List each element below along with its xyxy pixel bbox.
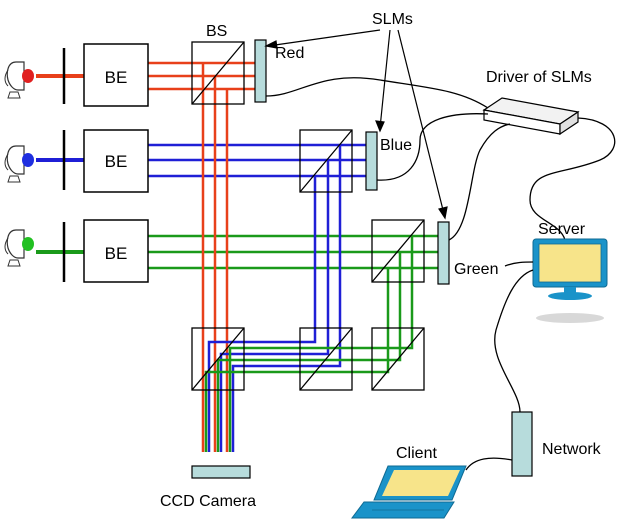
slm-blue xyxy=(365,131,378,191)
client-laptop xyxy=(351,465,467,519)
green-vertical-beams xyxy=(204,236,414,452)
slm-green xyxy=(437,221,450,285)
green-beam-expander: BE xyxy=(83,219,149,283)
network-node xyxy=(511,411,533,477)
slms-label: SLMs xyxy=(372,11,413,28)
slms-arrows xyxy=(264,29,448,220)
server-label: Server xyxy=(538,221,586,238)
green-horizontal-beams xyxy=(148,234,438,270)
server-green-cable xyxy=(504,261,534,267)
ccd-camera xyxy=(191,465,251,479)
slm-blue-label: Blue xyxy=(380,137,412,154)
driver-server-cable xyxy=(529,117,616,241)
blue-horizontal-beams xyxy=(148,143,366,178)
slm-red xyxy=(254,39,267,103)
green-light-source xyxy=(4,229,34,267)
network-client-cable xyxy=(465,457,513,471)
bs-label: BS xyxy=(206,23,227,40)
server-monitor xyxy=(532,238,608,323)
beam-splitter-blue xyxy=(299,129,353,193)
blue-be-label: BE xyxy=(105,152,128,171)
ccd-camera-label: CCD Camera xyxy=(160,493,256,510)
driver-cables xyxy=(265,77,511,241)
red-beam-expander: BE xyxy=(83,43,149,107)
driver-box xyxy=(482,97,580,136)
slm-green-label: Green xyxy=(454,261,498,278)
green-be-label: BE xyxy=(105,244,128,263)
beam-splitter-green xyxy=(371,219,425,283)
beam-splitter-red xyxy=(191,41,245,105)
beam-combiner-blue xyxy=(299,327,353,391)
beam-combiner-main xyxy=(191,327,245,391)
slm-red-label: Red xyxy=(275,45,304,62)
red-vertical-beams xyxy=(201,63,229,452)
server-network-cable xyxy=(494,269,534,413)
blue-light-source xyxy=(4,145,34,183)
red-horizontal-beams xyxy=(148,61,255,91)
blue-beam-expander: BE xyxy=(83,129,149,193)
red-light-source xyxy=(4,61,34,99)
client-label: Client xyxy=(396,445,437,462)
network-label: Network xyxy=(542,441,602,458)
red-be-label: BE xyxy=(105,68,128,87)
driver-label: Driver of SLMs xyxy=(486,69,592,86)
blue-vertical-beams xyxy=(207,145,342,452)
beam-combiner-green xyxy=(371,327,425,391)
